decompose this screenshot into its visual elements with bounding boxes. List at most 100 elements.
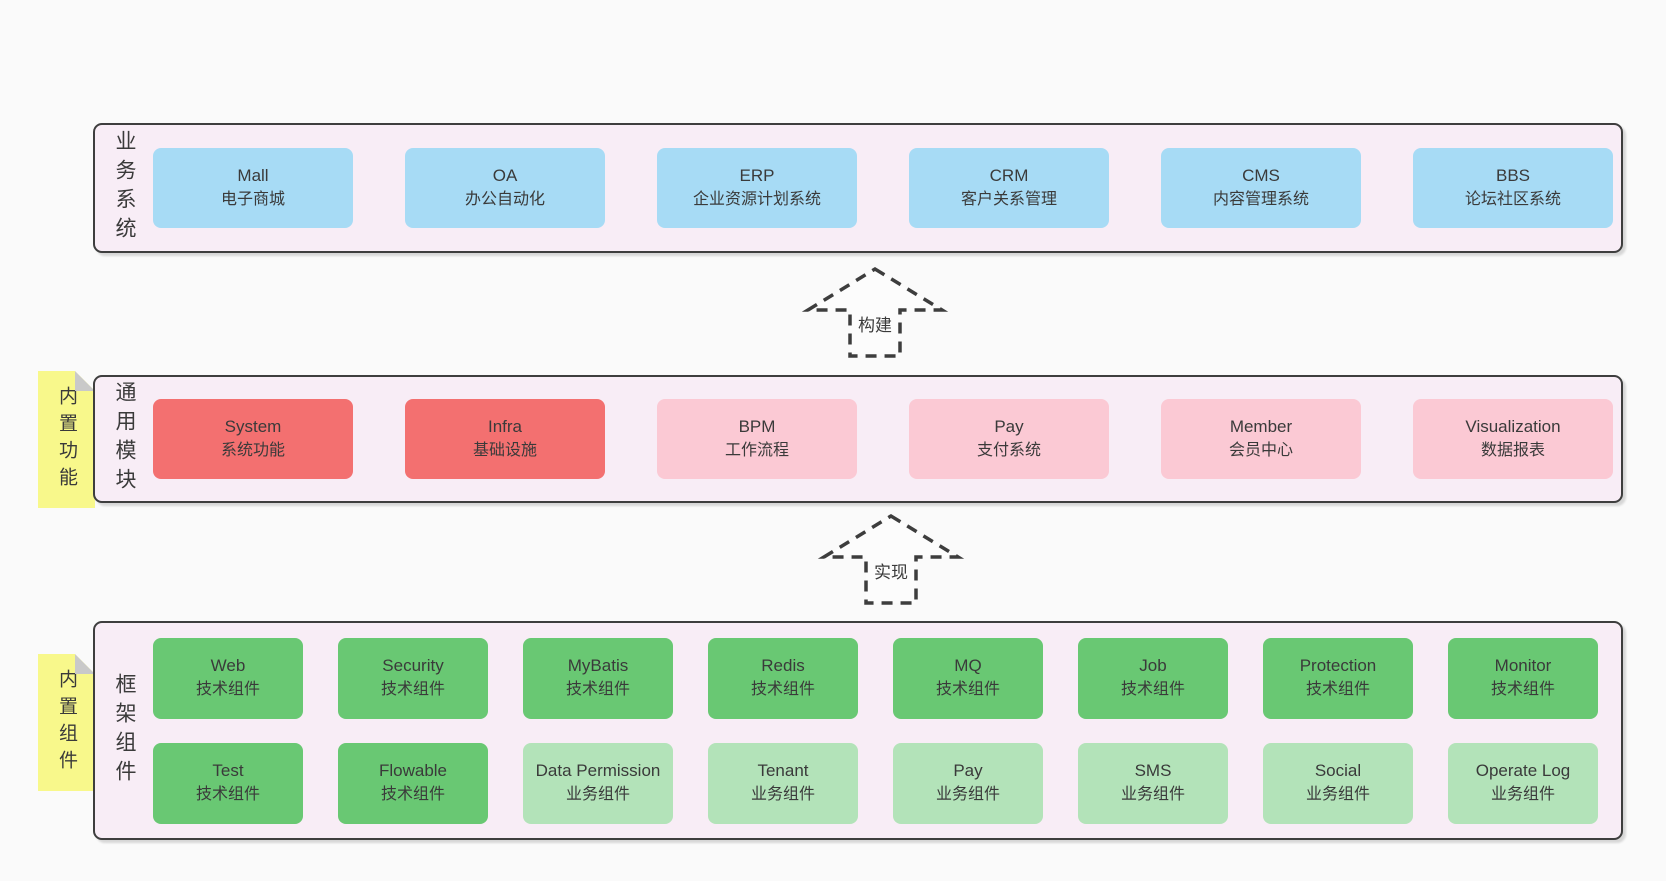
box-mybatis: MyBatis 技术组件 <box>523 637 673 719</box>
box-title: OA <box>492 166 518 185</box>
up-block-arrow-icon <box>817 513 965 605</box>
box-subtitle: 业务组件 <box>1120 786 1185 803</box>
up-block-arrow-icon <box>801 266 949 358</box>
box-title: Monitor <box>1494 656 1552 675</box>
box-infra: Infra 基础设施 <box>405 399 605 479</box>
box-title: Security <box>382 656 444 675</box>
box-subtitle: 工作流程 <box>724 442 789 459</box>
layer-label: 业务系统 <box>113 130 136 246</box>
box-subtitle: 技术组件 <box>1490 681 1555 698</box>
arrow-label: 构建 <box>855 315 895 336</box>
business-systems-row: Mall 电子商城 OA 办公自动化 ERP 企业资源计划系统 CRM 客户关系… <box>153 148 1621 228</box>
box-subtitle: 业务组件 <box>565 786 630 803</box>
box-title: MQ <box>954 656 982 675</box>
box-title: Web <box>210 656 246 675</box>
box-title: System <box>224 417 282 436</box>
box-subtitle: 业务组件 <box>935 786 1000 803</box>
sticky-note-built-in-features: 内置功能 <box>38 371 95 508</box>
box-subtitle: 系统功能 <box>220 442 285 459</box>
box-pay-module: Pay 支付系统 <box>909 399 1109 479</box>
box-title: BBS <box>1495 166 1531 185</box>
sticky-note-label: 内置功能 <box>56 385 77 494</box>
box-subtitle: 企业资源计划系统 <box>692 191 821 208</box>
box-social: Social 业务组件 <box>1263 742 1413 824</box>
box-redis: Redis 技术组件 <box>708 637 858 719</box>
box-erp: ERP 企业资源计划系统 <box>657 148 857 228</box>
common-modules-row: System 系统功能 Infra 基础设施 BPM 工作流程 Pay 支付系统… <box>153 399 1621 479</box>
box-member: Member 会员中心 <box>1161 399 1361 479</box>
box-sms: SMS 业务组件 <box>1078 742 1228 824</box>
box-title: Test <box>212 761 244 780</box>
box-subtitle: 办公自动化 <box>464 191 545 208</box>
box-subtitle: 技术组件 <box>1305 681 1370 698</box>
box-title: SMS <box>1134 761 1172 780</box>
biz-components-row: Test 技术组件 Flowable 技术组件 Data Permission … <box>153 742 1621 824</box>
box-monitor: Monitor 技术组件 <box>1448 637 1598 719</box>
box-test: Test 技术组件 <box>153 742 303 824</box>
box-title: Visualization <box>1465 417 1561 436</box>
box-title: Infra <box>487 417 523 436</box>
box-mall: Mall 电子商城 <box>153 148 353 228</box>
box-subtitle: 技术组件 <box>565 681 630 698</box>
sticky-note-built-in-components: 内置组件 <box>38 654 95 791</box>
box-security: Security 技术组件 <box>338 637 488 719</box>
box-operate-log: Operate Log 业务组件 <box>1448 742 1598 824</box>
box-title: Social <box>1314 761 1362 780</box>
box-subtitle: 业务组件 <box>1305 786 1370 803</box>
framework-components-grid: Web 技术组件 Security 技术组件 MyBatis 技术组件 Redi… <box>153 637 1621 824</box>
layer-common-modules: 通用模块 System 系统功能 Infra 基础设施 BPM 工作流程 Pay… <box>93 375 1623 503</box>
box-oa: OA 办公自动化 <box>405 148 605 228</box>
box-tenant: Tenant 业务组件 <box>708 742 858 824</box>
box-web: Web 技术组件 <box>153 637 303 719</box>
layer-framework-components: 框架组件 Web 技术组件 Security 技术组件 MyBatis 技术组件… <box>93 621 1623 840</box>
box-title: BPM <box>738 417 776 436</box>
box-title: Operate Log <box>1475 761 1571 780</box>
box-subtitle: 技术组件 <box>1120 681 1185 698</box>
box-subtitle: 数据报表 <box>1480 442 1545 459</box>
box-title: Protection <box>1299 656 1377 675</box>
box-bbs: BBS 论坛社区系统 <box>1413 148 1613 228</box>
sticky-fold-corner <box>75 654 95 674</box>
box-subtitle: 技术组件 <box>195 681 260 698</box>
box-title: Job <box>1139 656 1167 675</box>
box-subtitle: 技术组件 <box>935 681 1000 698</box>
box-flowable: Flowable 技术组件 <box>338 742 488 824</box>
box-title: Data Permission <box>535 761 661 780</box>
box-title: Mall <box>237 166 269 185</box>
box-subtitle: 论坛社区系统 <box>1464 191 1561 208</box>
box-subtitle: 客户关系管理 <box>960 191 1057 208</box>
box-title: CMS <box>1242 166 1280 185</box>
box-subtitle: 内容管理系统 <box>1212 191 1309 208</box>
box-subtitle: 技术组件 <box>195 786 260 803</box>
box-system: System 系统功能 <box>153 399 353 479</box>
sticky-fold-corner <box>75 371 95 391</box>
box-title: CRM <box>989 166 1029 185</box>
box-title: ERP <box>739 166 775 185</box>
box-protection: Protection 技术组件 <box>1263 637 1413 719</box>
box-title: MyBatis <box>567 656 629 675</box>
box-title: Flowable <box>378 761 448 780</box>
box-title: Pay <box>953 761 983 780</box>
box-title: Tenant <box>757 761 809 780</box>
box-subtitle: 电子商城 <box>220 191 285 208</box>
box-visualization: Visualization 数据报表 <box>1413 399 1613 479</box>
layer-label: 框架组件 <box>113 672 136 789</box>
box-subtitle: 会员中心 <box>1228 442 1293 459</box>
box-subtitle: 技术组件 <box>380 786 445 803</box>
arrow-build: 构建 <box>790 263 960 363</box>
box-subtitle: 支付系统 <box>976 442 1041 459</box>
box-subtitle: 业务组件 <box>750 786 815 803</box>
sticky-note-label: 内置组件 <box>56 668 77 777</box>
tech-components-row: Web 技术组件 Security 技术组件 MyBatis 技术组件 Redi… <box>153 637 1621 719</box>
box-cms: CMS 内容管理系统 <box>1161 148 1361 228</box>
layer-business-systems: 业务系统 Mall 电子商城 OA 办公自动化 ERP 企业资源计划系统 CRM… <box>93 123 1623 253</box>
arrow-implement: 实现 <box>806 510 976 610</box>
box-title: Redis <box>761 656 805 675</box>
box-mq: MQ 技术组件 <box>893 637 1043 719</box>
layer-label: 通用模块 <box>113 381 136 497</box>
box-subtitle: 基础设施 <box>472 442 537 459</box>
box-bpm: BPM 工作流程 <box>657 399 857 479</box>
box-title: Member <box>1229 417 1293 436</box>
box-title: Pay <box>994 417 1024 436</box>
